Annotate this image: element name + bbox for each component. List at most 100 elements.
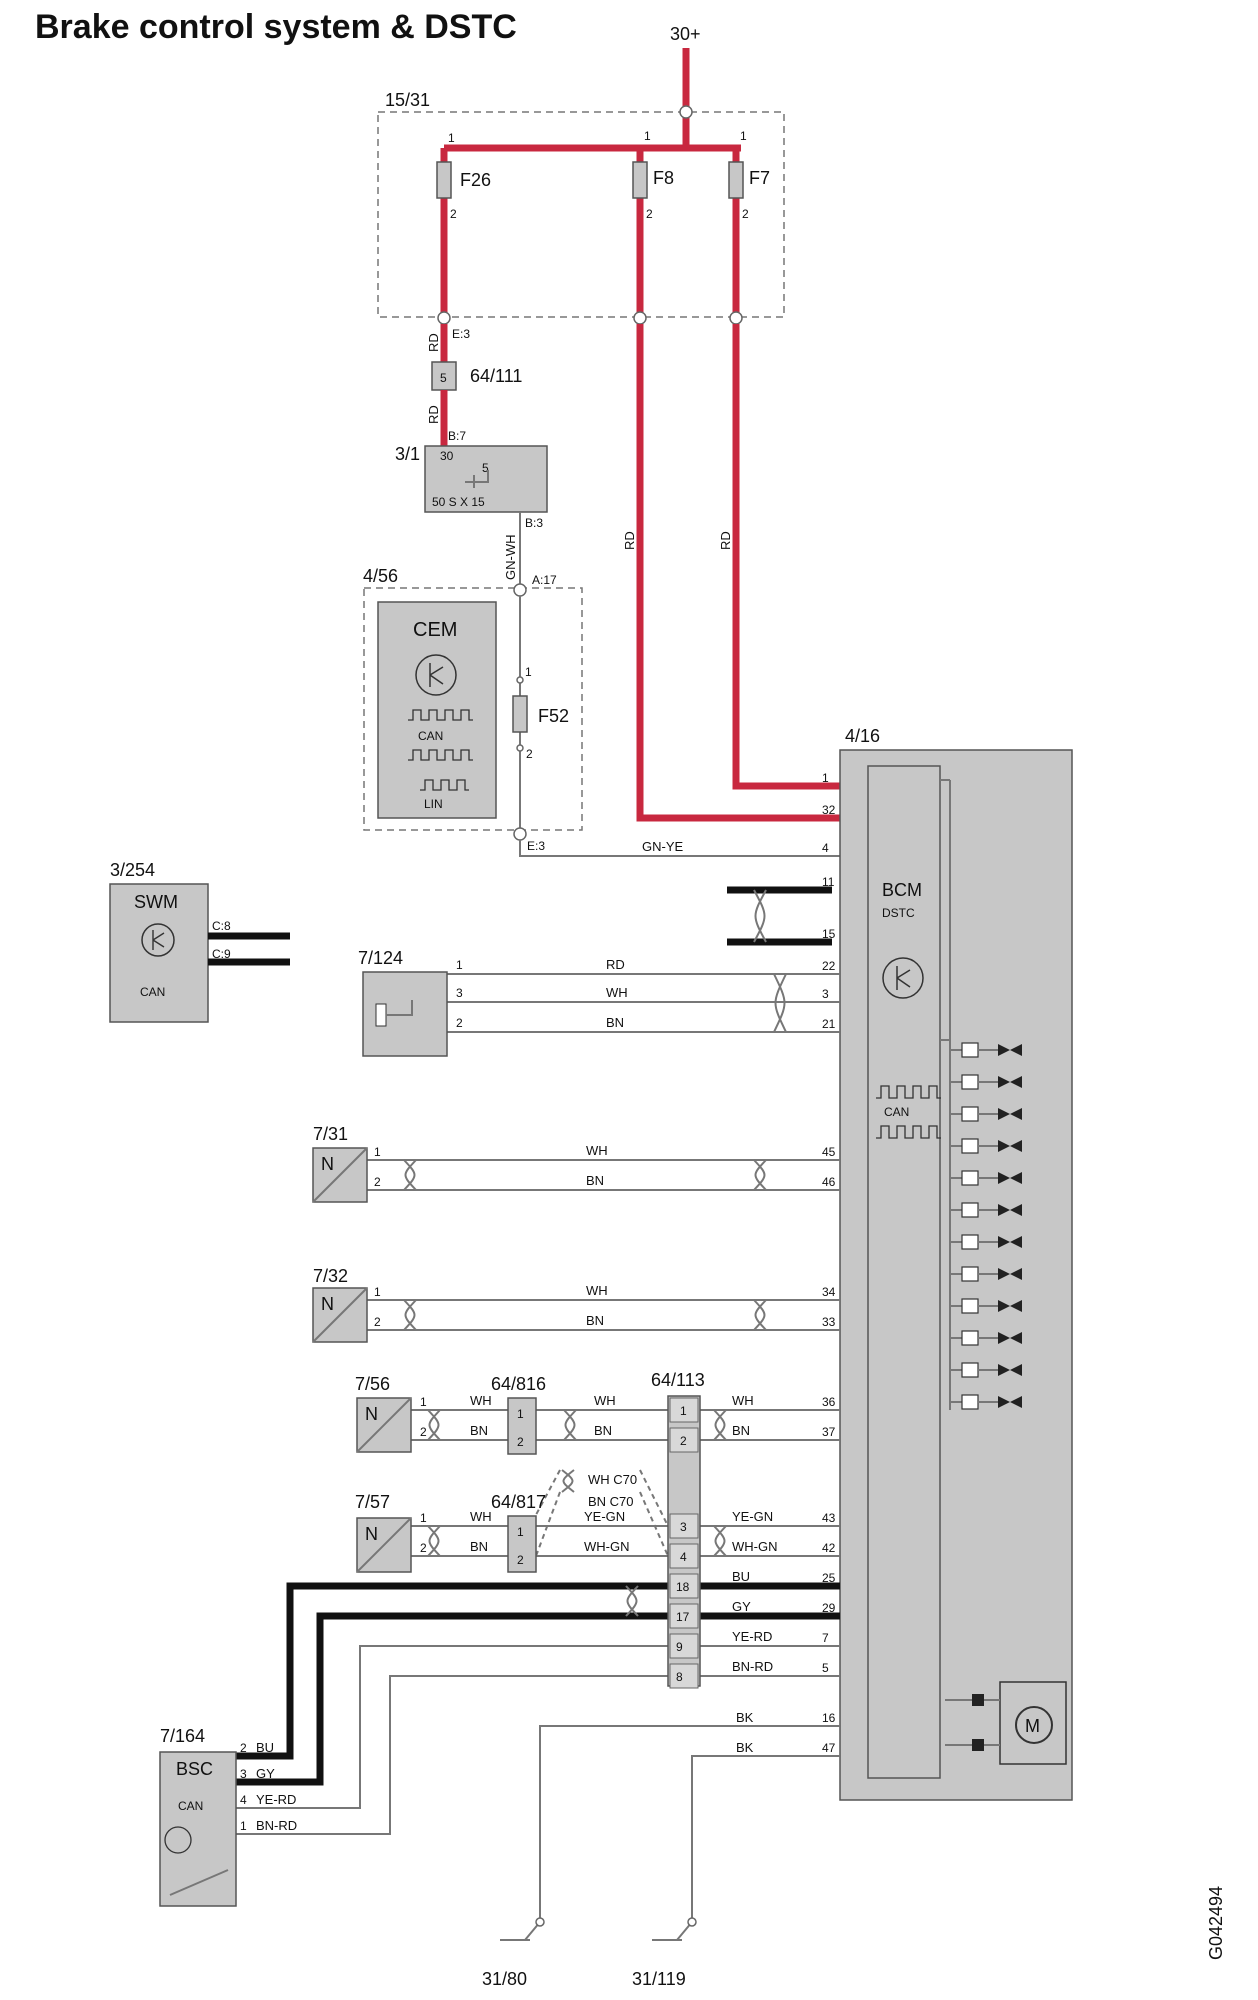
swm-module xyxy=(109,883,209,1023)
connector-64-113-id: 64/113 xyxy=(651,1370,705,1390)
valve-coil xyxy=(961,1298,979,1314)
svg-text:BN C70: BN C70 xyxy=(588,1494,634,1509)
swm-name: SWM xyxy=(134,892,178,912)
svg-text:1: 1 xyxy=(517,1407,524,1421)
svg-text:2: 2 xyxy=(517,1435,524,1449)
svg-text:8: 8 xyxy=(676,1670,683,1684)
svg-text:2: 2 xyxy=(374,1315,381,1329)
svg-text:BK: BK xyxy=(736,1710,754,1725)
twisted-pair-mark xyxy=(713,1409,727,1441)
bcm-pin: 11 xyxy=(822,875,835,889)
svg-text:BN: BN xyxy=(470,1539,488,1554)
sensor-n-label: N xyxy=(365,1524,378,1544)
bcm-pin: 37 xyxy=(822,1425,836,1439)
bcm-pin: 42 xyxy=(822,1541,836,1555)
twisted-pair-mark xyxy=(713,1525,727,1557)
svg-text:2: 2 xyxy=(240,1741,247,1755)
twisted-pair-mark xyxy=(753,889,767,943)
fuse-f52 xyxy=(512,695,528,733)
sensor-n-label: N xyxy=(321,1154,334,1174)
svg-text:YE-GN: YE-GN xyxy=(584,1509,625,1524)
svg-text:1: 1 xyxy=(680,1404,687,1418)
bcm-pin: 36 xyxy=(822,1395,836,1409)
bsc-id: 7/164 xyxy=(160,1726,205,1746)
bcm-pin: 15 xyxy=(822,927,836,941)
valve-coil xyxy=(961,1234,979,1250)
svg-text:WH-GN: WH-GN xyxy=(732,1539,778,1554)
svg-text:RD: RD xyxy=(426,333,441,352)
svg-text:1: 1 xyxy=(644,129,651,143)
svg-text:BN: BN xyxy=(594,1423,612,1438)
valve-stack xyxy=(940,779,1022,1410)
svg-text:WH-GN: WH-GN xyxy=(584,1539,630,1554)
svg-text:1: 1 xyxy=(740,129,747,143)
twisted-pair-mark xyxy=(753,1159,767,1191)
valve-icon xyxy=(998,1044,1022,1056)
fusebox-id: 15/31 xyxy=(385,90,430,110)
svg-text:WH: WH xyxy=(594,1393,616,1408)
svg-text:1: 1 xyxy=(420,1511,427,1525)
sensor-pin: 3 xyxy=(456,986,463,1000)
ignition-id: 3/1 xyxy=(395,444,420,464)
wire-label: WH xyxy=(586,1283,608,1298)
svg-text:M: M xyxy=(1025,1716,1040,1736)
cem-id: 4/56 xyxy=(363,566,398,586)
svg-text:2: 2 xyxy=(450,207,457,221)
svg-text:1: 1 xyxy=(448,131,455,145)
bcm-pin: 29 xyxy=(822,1601,836,1615)
bcm-id: 4/16 xyxy=(845,726,880,746)
wire-label: WH xyxy=(606,985,628,1000)
valve-icon xyxy=(998,1204,1022,1216)
sensor-7-32-id: 7/32 xyxy=(313,1266,348,1286)
bsc-name: BSC xyxy=(176,1759,213,1779)
valve-coil xyxy=(961,1106,979,1122)
svg-text:YE-RD: YE-RD xyxy=(732,1629,772,1644)
svg-text:1: 1 xyxy=(525,665,532,679)
valve-coil xyxy=(961,1394,979,1410)
svg-text:1: 1 xyxy=(517,1525,524,1539)
svg-text:B:3: B:3 xyxy=(525,516,543,530)
svg-text:CAN: CAN xyxy=(884,1105,909,1119)
sensor-7-57-id: 7/57 xyxy=(355,1492,390,1512)
bcm-pin: 7 xyxy=(822,1631,829,1645)
sensor-n-label: N xyxy=(321,1294,334,1314)
pump-motor-frame xyxy=(999,1681,1067,1765)
fuse-f7-label: F7 xyxy=(749,168,770,188)
sensor-7-56-id: 7/56 xyxy=(355,1374,390,1394)
bcm-pin: 25 xyxy=(822,1571,836,1585)
twisted-pair-mark xyxy=(561,1469,575,1493)
svg-text:2: 2 xyxy=(680,1434,687,1448)
valve-icon xyxy=(998,1140,1022,1152)
svg-text:1: 1 xyxy=(374,1145,381,1159)
svg-text:4: 4 xyxy=(680,1550,687,1564)
bcm-can-icon xyxy=(876,1085,941,1099)
valve-icon xyxy=(998,1300,1022,1312)
valve-coil xyxy=(961,1138,979,1154)
wire-label: BN xyxy=(586,1313,604,1328)
svg-text:3: 3 xyxy=(240,1767,247,1781)
valve-coil xyxy=(961,1362,979,1378)
svg-text:C:9: C:9 xyxy=(212,947,231,961)
twisted-pair-mark xyxy=(773,973,787,1033)
svg-text:4: 4 xyxy=(240,1793,247,1807)
bcm-pin: 43 xyxy=(822,1511,836,1525)
valve-icon xyxy=(998,1396,1022,1408)
svg-text:GY: GY xyxy=(256,1766,275,1781)
sensor-pin: 1 xyxy=(456,958,463,972)
svg-text:5: 5 xyxy=(482,461,489,475)
svg-text:BU: BU xyxy=(732,1569,750,1584)
valve-coil xyxy=(961,1266,979,1282)
svg-text:50 S X 15: 50 S X 15 xyxy=(432,495,485,509)
inline-connector xyxy=(507,1397,537,1455)
svg-text:BK: BK xyxy=(736,1740,754,1755)
svg-text:30: 30 xyxy=(440,449,454,463)
svg-text:5: 5 xyxy=(440,371,447,385)
connector-64-111-id: 64/111 xyxy=(470,366,522,386)
fusebox-outline xyxy=(377,111,785,318)
svg-text:B:7: B:7 xyxy=(448,429,466,443)
transistor-icon xyxy=(415,654,457,696)
svg-text:WH: WH xyxy=(470,1393,492,1408)
bsc-module xyxy=(159,1751,237,1907)
connector-64-816-id: 64/816 xyxy=(491,1374,546,1394)
